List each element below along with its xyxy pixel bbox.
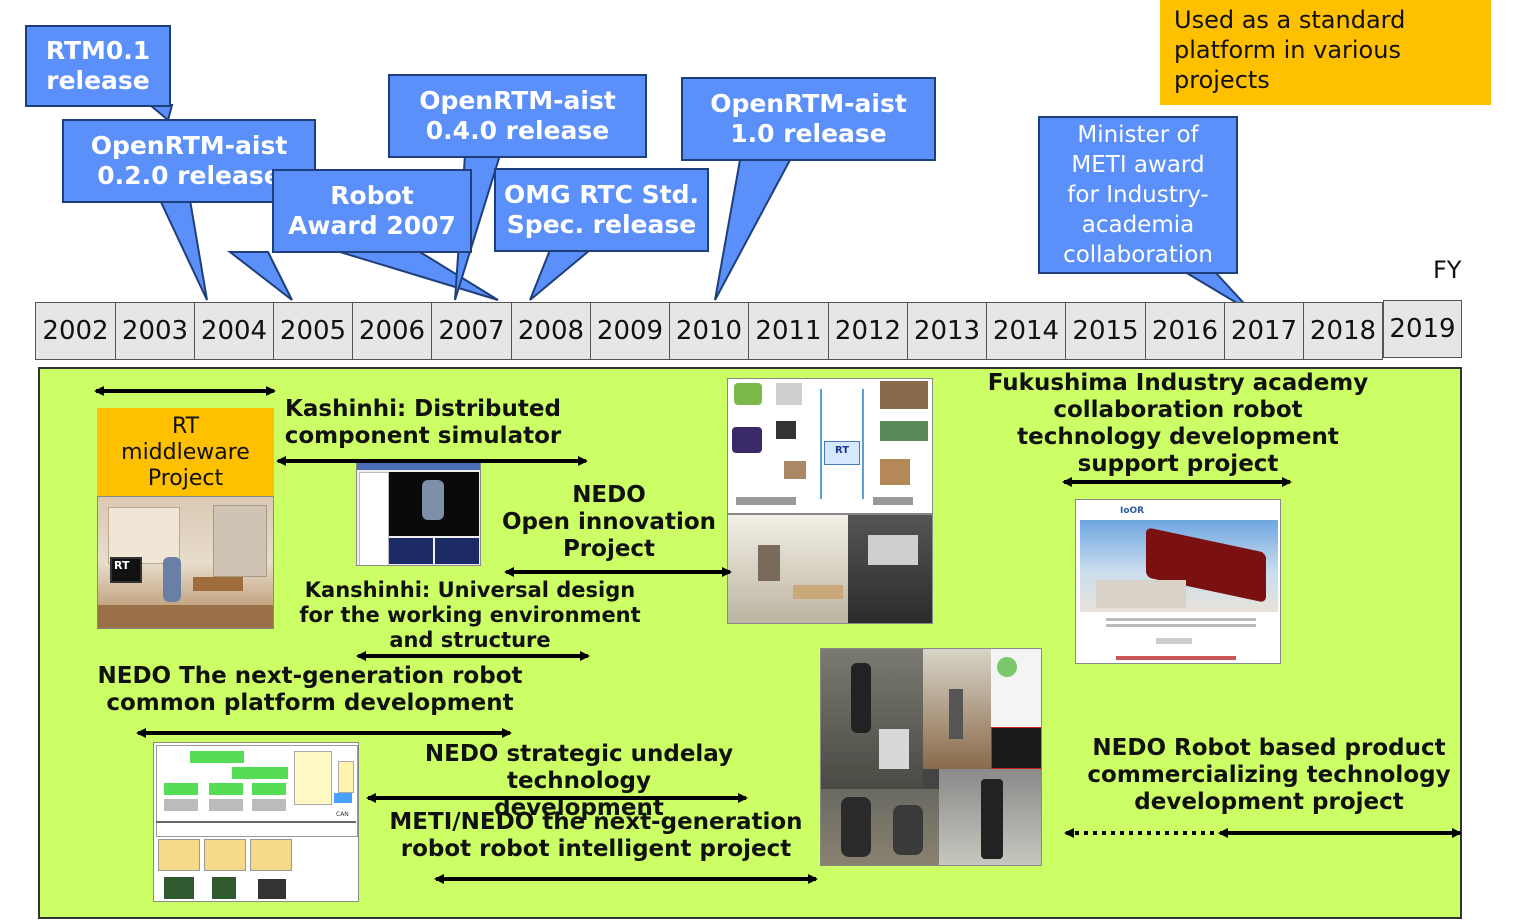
callout-meti-award-text: Minister of METI award for Industry- aca… (1063, 122, 1213, 268)
kashinhi-label: Kashinhi: Distributed component simulato… (280, 396, 566, 450)
year-2005: 2005 (273, 302, 353, 360)
fukushima-website-screenshot: IoOR (1075, 499, 1281, 664)
year-2018: 2018 (1303, 302, 1383, 360)
website-logo: IoOR (1120, 506, 1145, 516)
tail-award (227, 251, 293, 301)
rt-middleware-label: RT middleware Project (121, 414, 250, 491)
callout-rtm01-text: RTM0.1 release (45, 36, 151, 95)
year-2007: 2007 (431, 302, 512, 360)
room-photo: RT (97, 496, 274, 629)
fukushima-project-label: Fukushima Industry academy collaboration… (980, 370, 1376, 478)
nedo-open-innovation-label: NEDO Open innovation Project (500, 482, 718, 563)
diagram-rt-text: RT (835, 445, 850, 456)
year-2009: 2009 (590, 302, 670, 360)
open-innovation-room-photo (727, 514, 933, 624)
nedo-robot-product-text: NEDO Robot based product commercializing… (1087, 735, 1451, 815)
year-2008: 2008 (511, 302, 591, 360)
year-2013: 2013 (907, 302, 987, 360)
open-innovation-diagram: RT (727, 378, 933, 514)
callout-omg-rtc: OMG RTC Std. Spec. release (494, 168, 709, 252)
simulator-screenshot (356, 461, 481, 566)
standard-platform-note-text: Used as a standard platform in various p… (1174, 6, 1406, 94)
callout-openrtm-10-text: OpenRTM-aist 1.0 release (710, 89, 907, 148)
callout-omg-rtc-text: OMG RTC Std. Spec. release (504, 180, 699, 239)
robots-photo-collage (820, 648, 1042, 866)
nedo-open-innovation-text: NEDO Open innovation Project (502, 482, 716, 562)
callout-robot-award-text: Robot Award 2007 (288, 181, 456, 240)
callout-openrtm-040: OpenRTM-aist 0.4.0 release (388, 74, 647, 158)
nedo-nextgen-platform-label: NEDO The next-generation robot common pl… (90, 663, 530, 717)
kashinhi-text: Kashinhi: Distributed component simulato… (284, 396, 562, 449)
room-logo-text: RT (114, 559, 130, 572)
nedo-nextgen-platform-text: NEDO The next-generation robot common pl… (97, 663, 523, 716)
year-2017: 2017 (1224, 302, 1304, 360)
year-2014: 2014 (986, 302, 1066, 360)
meti-nedo-intelligent-label: METI/NEDO the next-generation robot robo… (384, 809, 808, 863)
year-2019: 2019 (1383, 300, 1462, 358)
meti-nedo-intelligent-text: METI/NEDO the next-generation robot robo… (389, 809, 803, 862)
year-2004: 2004 (194, 302, 274, 360)
rt-middleware-project: RT middleware Project (97, 408, 274, 496)
callout-robot-award-2007: Robot Award 2007 (272, 169, 472, 253)
fukushima-project-text: Fukushima Industry academy collaboration… (987, 370, 1369, 477)
callout-openrtm-10: OpenRTM-aist 1.0 release (681, 77, 936, 161)
callout-openrtm-040-text: OpenRTM-aist 0.4.0 release (419, 86, 616, 145)
callout-meti-award: Minister of METI award for Industry- aca… (1038, 116, 1238, 274)
kanshinhi-text: Kanshinhi: Universal design for the work… (299, 578, 641, 652)
nedo-robot-product-label: NEDO Robot based product commercializing… (1084, 735, 1454, 816)
year-2012: 2012 (828, 302, 908, 360)
year-2011: 2011 (748, 302, 829, 360)
callout-rtm01: RTM0.1 release (25, 25, 171, 107)
standard-platform-note: Used as a standard platform in various p… (1160, 0, 1491, 105)
year-2002: 2002 (35, 302, 116, 360)
year-2015: 2015 (1065, 302, 1146, 360)
can-bus-label: CAN (336, 811, 349, 818)
callout-openrtm-020-text: OpenRTM-aist 0.2.0 release (90, 131, 288, 190)
year-2003: 2003 (115, 302, 195, 360)
fy-label: FY (1433, 256, 1462, 284)
kanshinhi-label: Kanshinhi: Universal design for the work… (290, 578, 650, 653)
control-architecture-diagram: CAN (153, 742, 359, 902)
